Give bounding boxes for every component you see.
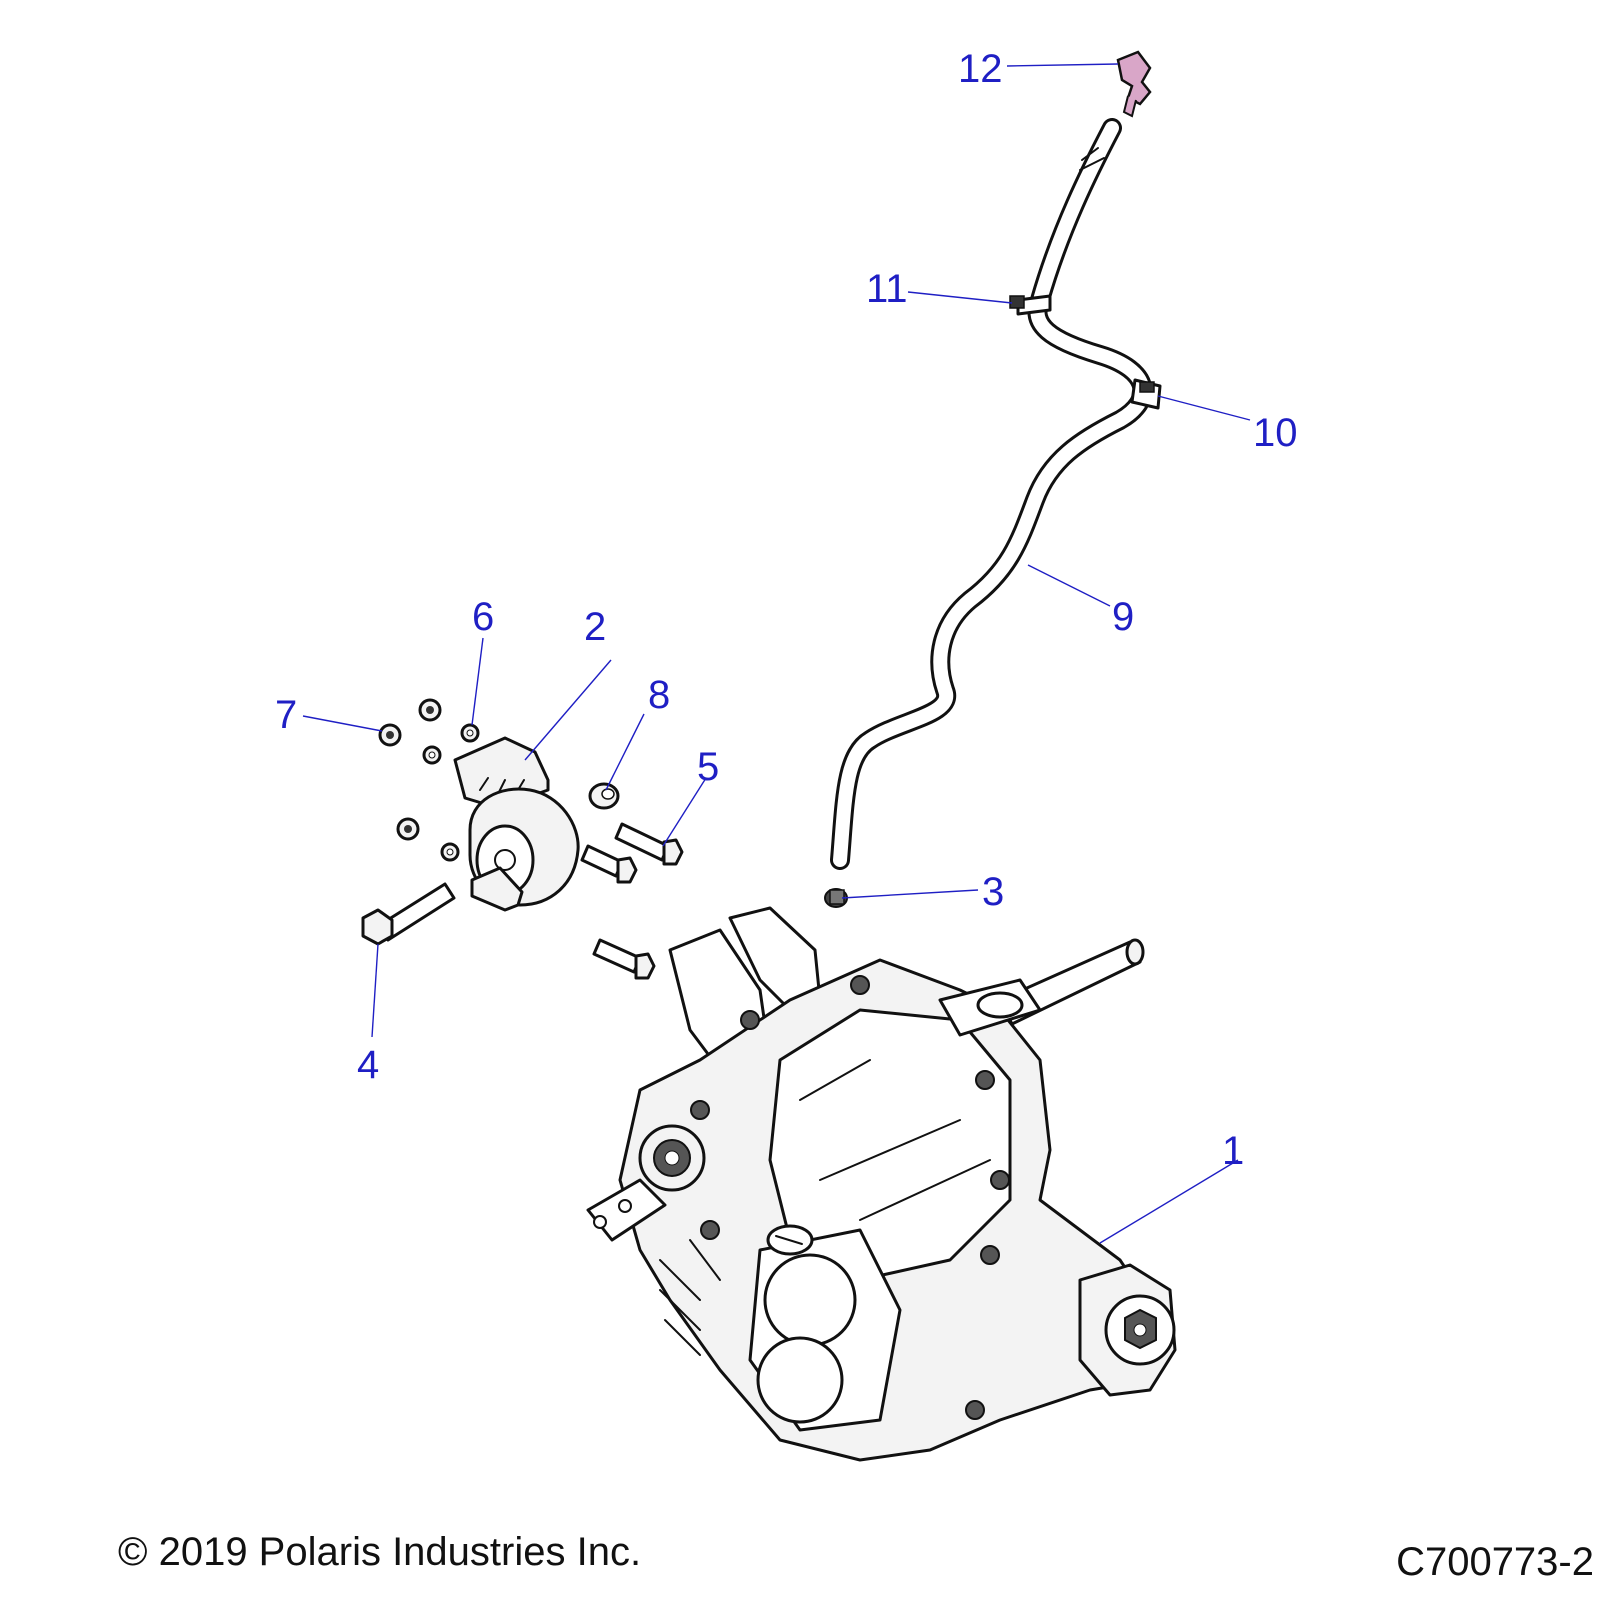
callout-labels: 1 2 3 4 5 6 7 8 9 10 11 12 — [275, 47, 1298, 1173]
bolt — [580, 844, 638, 884]
callout-8: 8 — [648, 673, 670, 717]
callout-6: 6 — [472, 595, 494, 639]
hose-clamp-11 — [1009, 294, 1052, 316]
callout-1: 1 — [1222, 1129, 1244, 1173]
shift-lever — [586, 1124, 706, 1242]
leader-9 — [1027, 564, 1111, 607]
hose-clamp-10 — [1130, 378, 1162, 410]
bolt-5 — [614, 822, 684, 866]
leader-3 — [841, 889, 979, 899]
callout-2: 2 — [584, 605, 606, 649]
bolt — [592, 938, 656, 980]
washer — [440, 842, 460, 862]
leader-11 — [907, 291, 1013, 304]
output-flange — [1078, 1263, 1177, 1397]
vent-hose — [830, 118, 1153, 870]
flange-nut — [418, 698, 442, 722]
transmission-assembly — [586, 906, 1177, 1462]
leader-12 — [1006, 63, 1119, 67]
case-bolts — [690, 975, 1010, 1420]
flange-nut — [378, 723, 402, 747]
leader-4 — [371, 943, 379, 1038]
leader-5 — [662, 777, 707, 847]
flange-nut — [396, 817, 420, 841]
bushing — [588, 782, 620, 810]
leader-lines — [302, 63, 1251, 1244]
leader-6 — [471, 637, 484, 726]
leader-8 — [605, 713, 645, 791]
engine-mount — [453, 736, 580, 912]
washer — [422, 745, 442, 765]
callout-7: 7 — [275, 693, 297, 737]
leader-10 — [1157, 395, 1251, 421]
callout-4: 4 — [357, 1043, 379, 1087]
callout-5: 5 — [697, 745, 719, 789]
leader-2 — [524, 659, 612, 761]
nut-group — [378, 698, 480, 862]
callout-3: 3 — [982, 870, 1004, 914]
callout-9: 9 — [1112, 595, 1134, 639]
leader-1 — [1099, 1159, 1239, 1244]
callout-10: 10 — [1253, 411, 1298, 455]
copyright-notice: © 2019 Polaris Industries Inc. — [118, 1530, 642, 1574]
callout-12: 12 — [958, 47, 1003, 91]
washer — [460, 723, 480, 743]
leader-7 — [302, 715, 383, 732]
bolt-4 — [361, 882, 456, 946]
drawing-number: C700773-2 — [1396, 1540, 1594, 1584]
callout-11: 11 — [866, 267, 908, 311]
vent-fitting — [1116, 50, 1152, 118]
